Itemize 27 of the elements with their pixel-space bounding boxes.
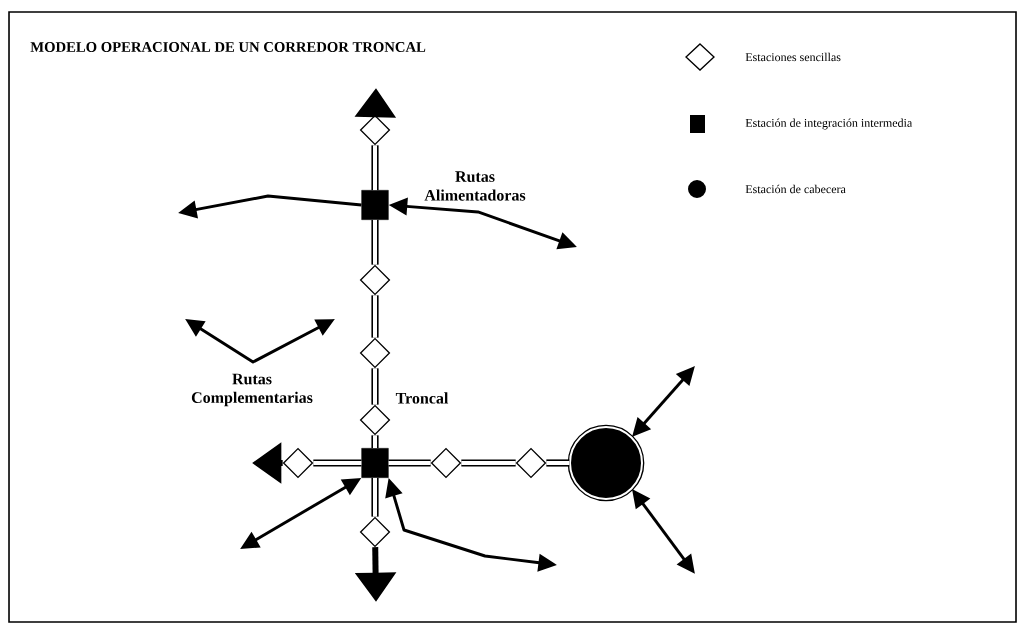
trunk-line: [371, 435, 379, 449]
trunk-line: [461, 459, 516, 467]
station-diamond: [359, 404, 391, 436]
station-diamond: [359, 337, 391, 369]
terminal-station-circle: [567, 424, 645, 502]
legend-label: Estación de integración intermedia: [745, 118, 913, 130]
trunk-line: [371, 295, 379, 338]
trunk-line: [313, 459, 362, 467]
trunk-line: [371, 368, 379, 405]
legend-label: Estación de cabecera: [745, 184, 846, 194]
station-diamond: [282, 447, 314, 479]
station-diamond: [430, 447, 462, 479]
station-diamond: [359, 264, 391, 296]
trunk-line: [546, 459, 570, 467]
trunk-line: [371, 145, 379, 191]
station-diamond: [359, 516, 391, 548]
station-diamond: [359, 114, 391, 146]
station-diamond: [515, 447, 547, 479]
route-label: Troncal: [395, 392, 449, 404]
trunk-line: [371, 219, 379, 265]
trunk-line: [371, 477, 379, 517]
title: MODELO OPERACIONAL DE UN CORREDOR TRONCAL: [30, 42, 426, 52]
legend-label: Estaciones sencillas: [745, 52, 841, 62]
integration-station-square: [361, 448, 389, 478]
trunk-line: [388, 459, 431, 467]
route-label: Rutas Complementarias: [191, 373, 313, 407]
route-label: Rutas Alimentadoras: [424, 171, 526, 201]
